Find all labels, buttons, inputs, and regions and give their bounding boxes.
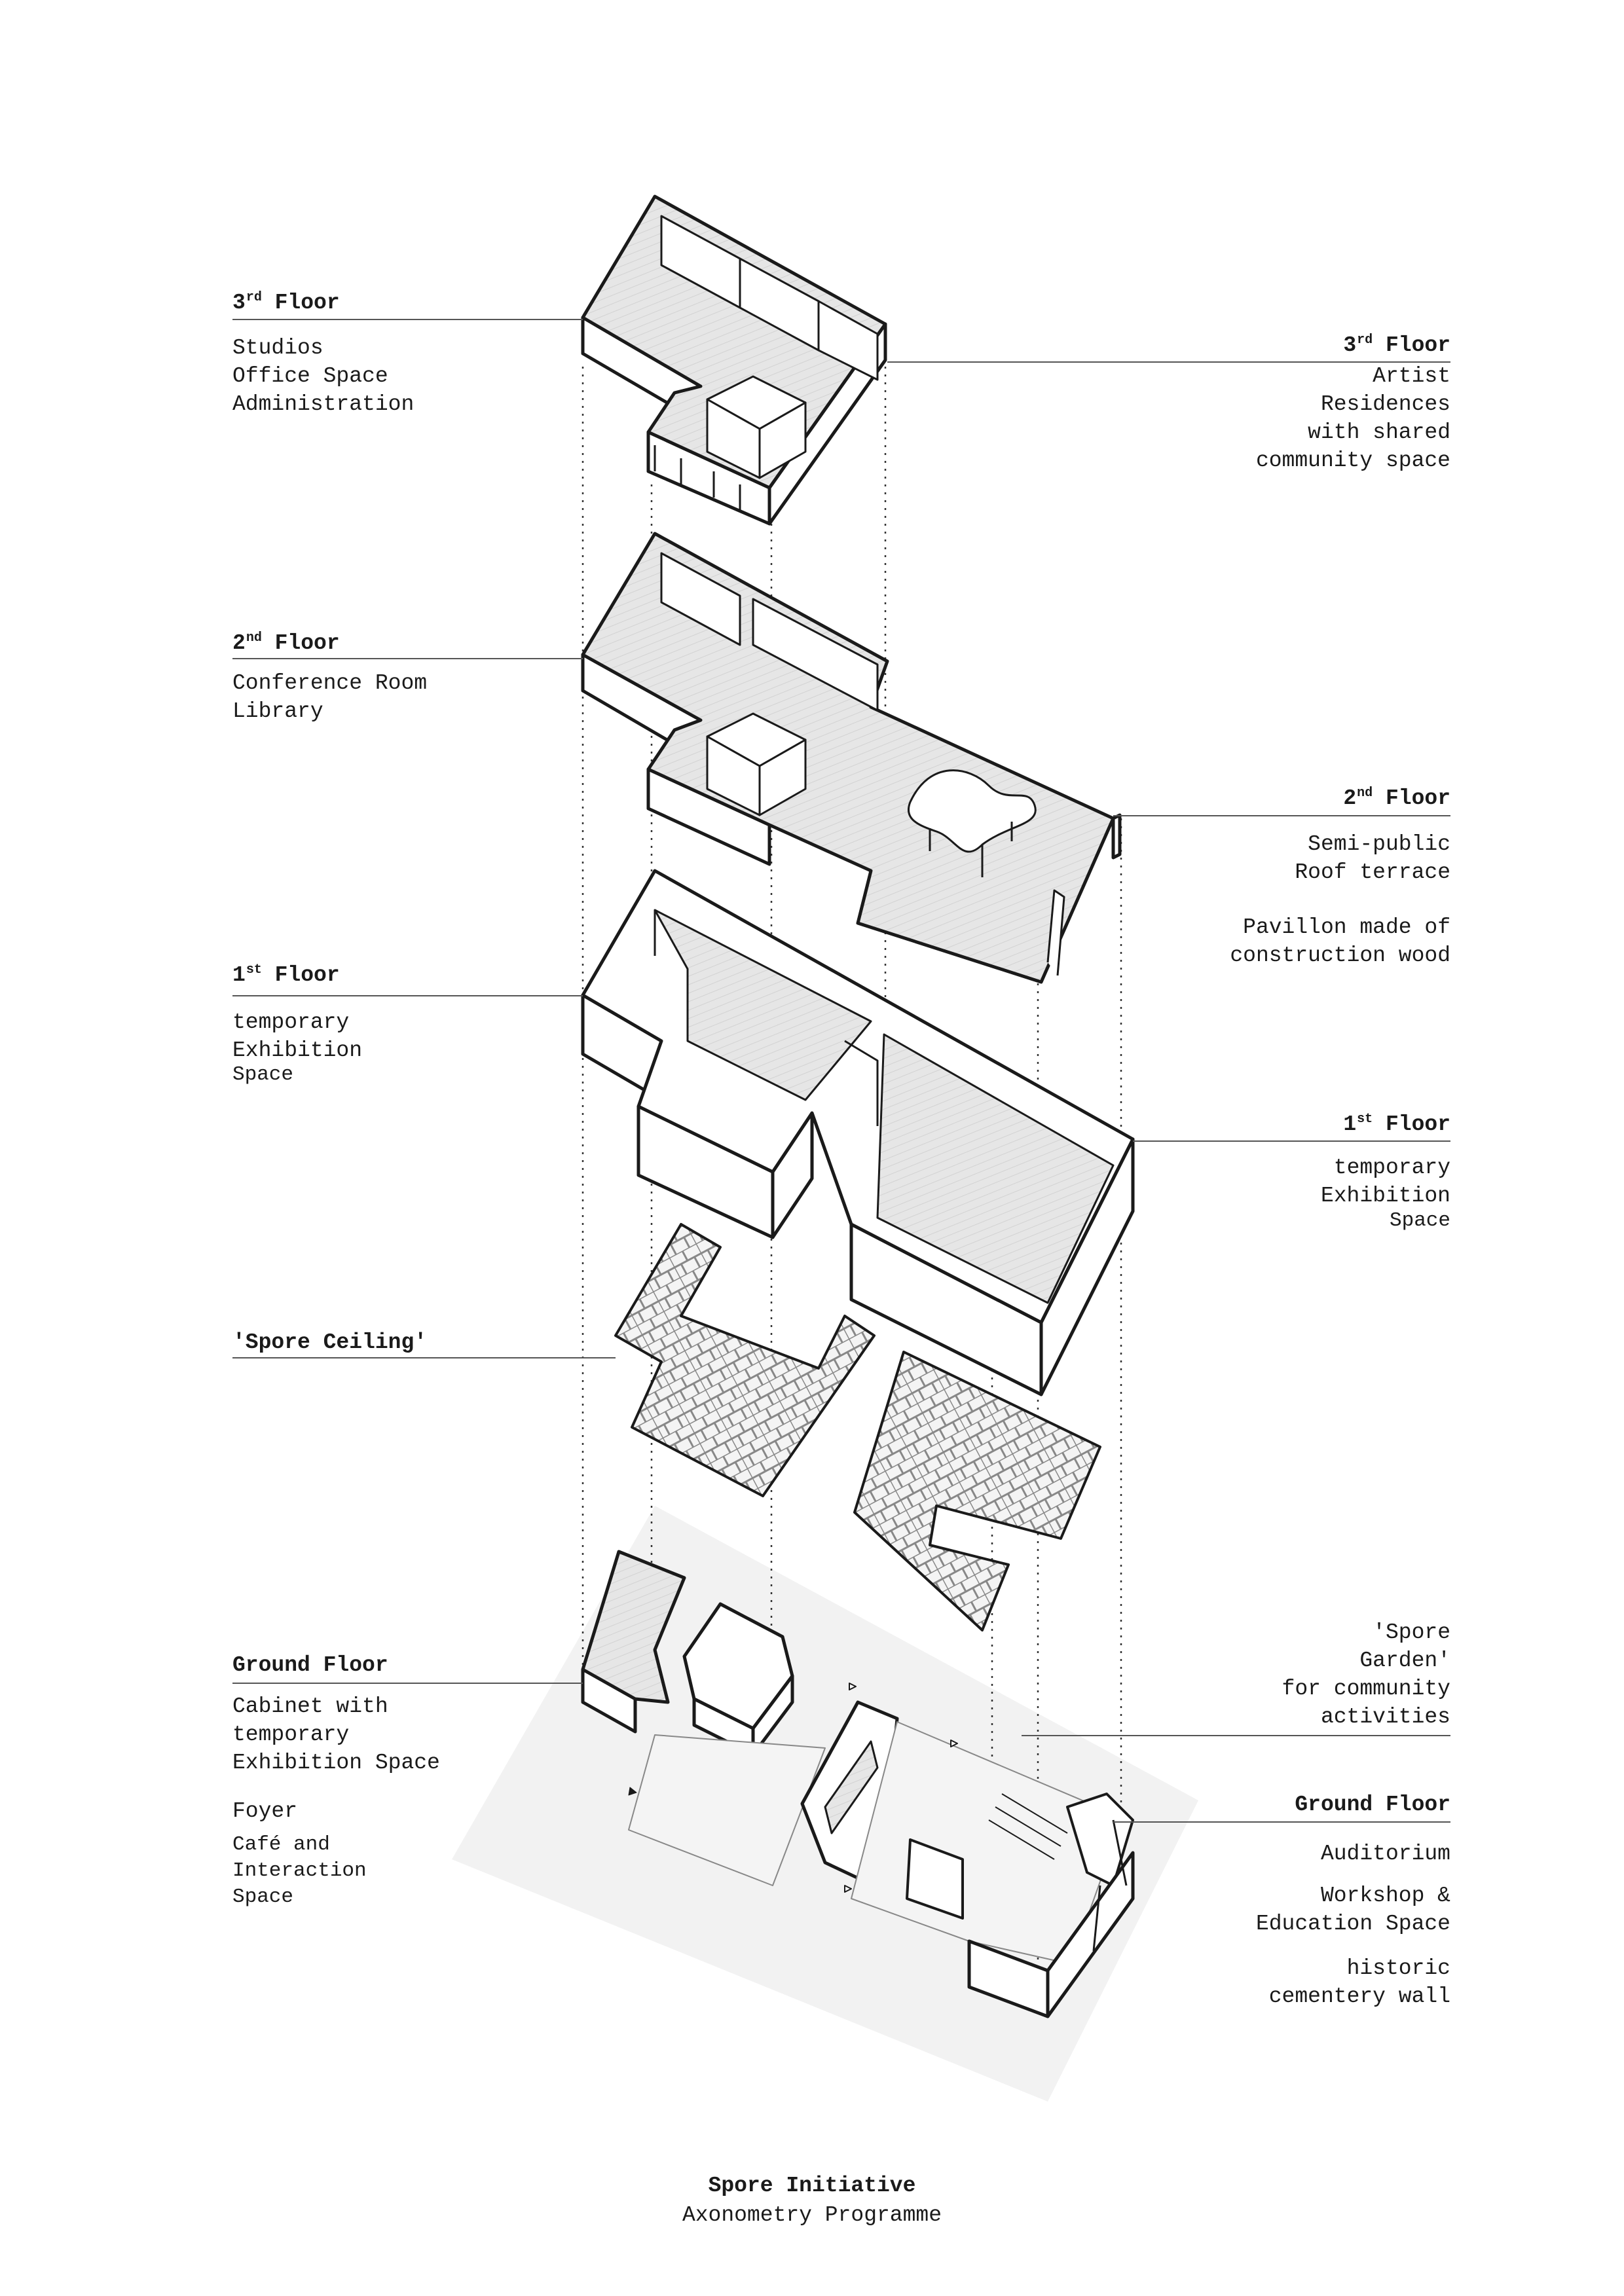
label-left-1st-floor-extra: Space [232,1063,294,1086]
footer-subtitle: Axonometry Programme [682,2203,942,2227]
spore-ceiling [614,1223,1101,1631]
leader-spore-ceiling [232,1357,616,1358]
label-left-ground-floor-title: Ground Floor [232,1653,388,1677]
label-right-3rd-floor-title: 3rd Floor [1343,333,1450,357]
label-left-1st-floor-text: temporary Exhibition [232,1010,363,1063]
label-left-foyer: Foyer [232,1799,298,1823]
leader-left-ground-floor [232,1683,583,1684]
footer-title: Spore Initiative [708,2174,916,2198]
label-left-cafe: Café and Interaction Space [232,1833,367,1908]
leader-right-ground-floor [1113,1821,1450,1823]
label-right-workshop: Workshop & Education Space [1255,1884,1450,1936]
label-right-3rd-floor-text: Artist Residences with shared community … [1255,364,1450,473]
label-left-2nd-floor-title: 2nd Floor [232,630,340,655]
label-right-2nd-floor-text: Semi-public Roof terrace [1295,832,1450,884]
third-floor-block [581,194,887,526]
label-spore-garden-text: 'Spore Garden' for community activities [1282,1620,1450,1729]
second-floor-block [581,532,1122,984]
leader-right-1st-floor [1133,1140,1450,1142]
label-right-2nd-floor-extra: Pavillon made of construction wood [1230,915,1450,968]
label-right-1st-floor-extra: Space [1389,1209,1450,1232]
leader-spore-garden [1022,1735,1450,1736]
label-spore-ceiling-title: 'Spore Ceiling' [232,1330,428,1355]
leader-right-3rd-floor [887,361,1450,363]
label-right-cemetery-wall: historic cementery wall [1268,1956,1450,2009]
label-left-3rd-floor-title: 3rd Floor [232,290,340,315]
label-left-3rd-floor-text: Studios Office Space Administration [232,336,415,416]
label-right-ground-floor-title: Ground Floor [1295,1793,1450,1817]
label-left-1st-floor-title: 1st Floor [232,962,340,987]
first-floor-block [581,869,1135,1396]
label-right-1st-floor-title: 1st Floor [1343,1112,1450,1137]
leader-left-2nd-floor [232,658,583,659]
leader-left-3rd-floor [232,319,583,320]
label-right-auditorium: Auditorium [1320,1842,1450,1866]
label-right-2nd-floor-title: 2nd Floor [1343,786,1450,811]
label-left-ground-floor-text: Cabinet with temporary Exhibition Space [232,1694,440,1775]
leader-left-1st-floor [232,995,583,996]
label-left-2nd-floor-text: Conference Room Library [232,671,428,723]
leader-right-2nd-floor [1113,815,1450,816]
label-right-1st-floor-text: temporary Exhibition [1320,1156,1450,1208]
ground-floor-block [581,1550,1135,2018]
